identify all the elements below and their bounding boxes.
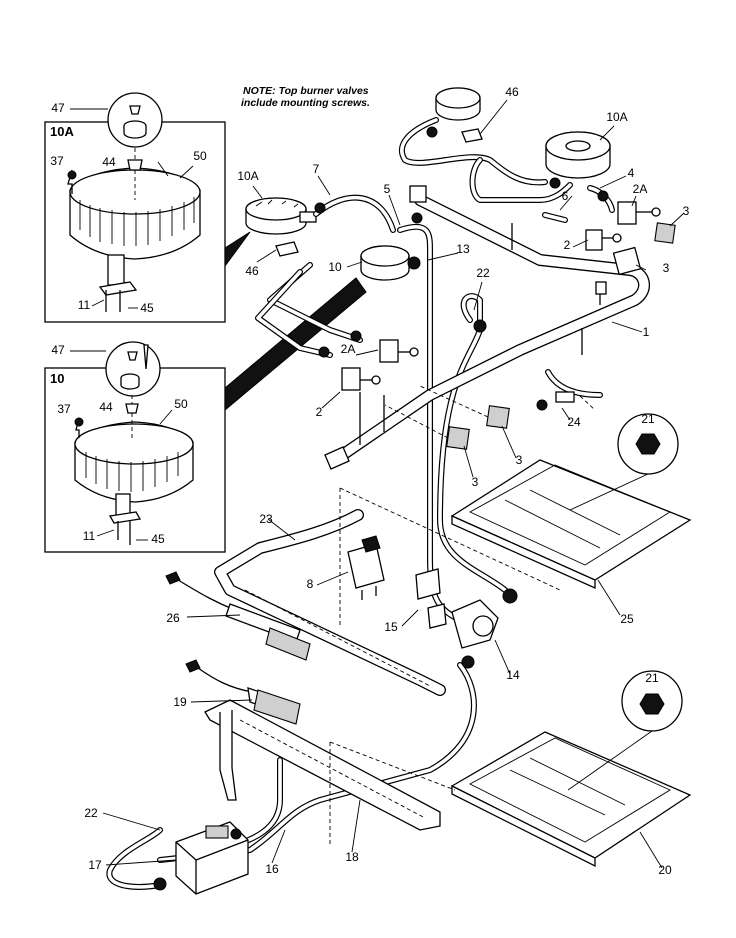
- label-46-left: 46: [245, 264, 259, 278]
- valve-2A-left: [379, 339, 419, 363]
- burner-head-46-top: [435, 87, 483, 143]
- label-45-a: 45: [140, 301, 154, 315]
- oven-valve-14: [451, 588, 518, 669]
- label-47-a: 47: [51, 101, 65, 115]
- label-10A-left: 10A: [237, 169, 258, 183]
- leader-lines: [102, 99, 685, 869]
- label-16: 16: [265, 862, 279, 876]
- seal-plate-3-c: [446, 426, 470, 450]
- label-17: 17: [88, 858, 102, 872]
- broil-burner-23: [214, 509, 446, 696]
- inset-title-10A: 10A: [50, 124, 74, 139]
- inset-burner-head-10A: 10A: [44, 92, 226, 323]
- label-21-bottom: 21: [645, 671, 659, 685]
- label-3-d: 3: [516, 453, 523, 467]
- bake-burner-18: [204, 699, 441, 831]
- label-13: 13: [456, 242, 470, 256]
- label-50-a: 50: [193, 149, 207, 163]
- label-23: 23: [259, 512, 273, 526]
- oven-burner-baffle-20: [450, 731, 692, 868]
- note-line-1: NOTE: Top burner valves: [243, 85, 369, 97]
- label-2A-right: 2A: [633, 182, 648, 196]
- label-5: 5: [384, 182, 391, 196]
- label-1: 1: [643, 325, 650, 339]
- label-6: 6: [562, 189, 569, 203]
- label-45-b: 45: [151, 532, 165, 546]
- bracket-46-left: [275, 241, 299, 257]
- label-7: 7: [313, 162, 320, 176]
- label-10A-right: 10A: [606, 110, 627, 124]
- label-11-b: 11: [83, 529, 96, 543]
- spark-module-8: [347, 535, 385, 600]
- label-47-b: 47: [51, 343, 65, 357]
- label-10: 10: [328, 260, 342, 274]
- label-3-b: 3: [663, 261, 670, 275]
- label-3-a: 3: [683, 204, 690, 218]
- label-44-b: 44: [99, 400, 113, 414]
- seal-plate-3-d: [486, 405, 510, 429]
- label-18: 18: [345, 850, 359, 864]
- pressure-regulator-17: [153, 821, 249, 895]
- inset-title-10: 10: [50, 371, 64, 386]
- label-21-top: 21: [641, 412, 655, 426]
- label-20: 20: [658, 863, 672, 877]
- pointer-wedge-10A: [224, 231, 251, 268]
- elbow-fitting-24: [536, 369, 603, 411]
- valve-2-left: [341, 367, 381, 391]
- label-25: 25: [620, 612, 634, 626]
- label-37-a: 37: [50, 154, 64, 168]
- seal-plate-3-a: [654, 222, 676, 244]
- label-15: 15: [384, 620, 398, 634]
- inset-burner-head-10: 10: [44, 341, 226, 553]
- label-2A-left: 2A: [341, 342, 356, 356]
- label-22-bottom: 22: [84, 806, 98, 820]
- label-22-top: 22: [476, 266, 490, 280]
- label-8: 8: [307, 577, 314, 591]
- burner-head-10A-right: [545, 131, 611, 179]
- detail-circle-47: [107, 92, 163, 148]
- label-2-left: 2: [316, 405, 323, 419]
- label-3-c: 3: [472, 475, 479, 489]
- label-26: 26: [166, 611, 180, 625]
- fitting-13: [411, 212, 423, 224]
- label-44-a: 44: [102, 155, 116, 169]
- label-2-right: 2: [564, 238, 571, 252]
- note-line-2: include mounting screws.: [241, 97, 370, 109]
- label-19: 19: [173, 695, 187, 709]
- bracket-15-b: [427, 603, 447, 629]
- burner-head-10-center: [360, 245, 421, 281]
- label-46-top: 46: [505, 85, 519, 99]
- label-50-b: 50: [174, 397, 188, 411]
- label-24: 24: [567, 415, 581, 429]
- label-4: 4: [628, 166, 635, 180]
- label-37-b: 37: [57, 402, 71, 416]
- broil-burner-baffle-25: [450, 459, 692, 590]
- burner-head-10A-left: [245, 197, 317, 235]
- valve-2-right: [585, 229, 622, 251]
- igniter-19: [185, 659, 301, 725]
- label-11-a: 11: [78, 298, 91, 312]
- igniter-26: [165, 571, 311, 661]
- valve-2A-right: [612, 201, 661, 276]
- bracket-15-a: [415, 568, 441, 600]
- label-14: 14: [506, 668, 520, 682]
